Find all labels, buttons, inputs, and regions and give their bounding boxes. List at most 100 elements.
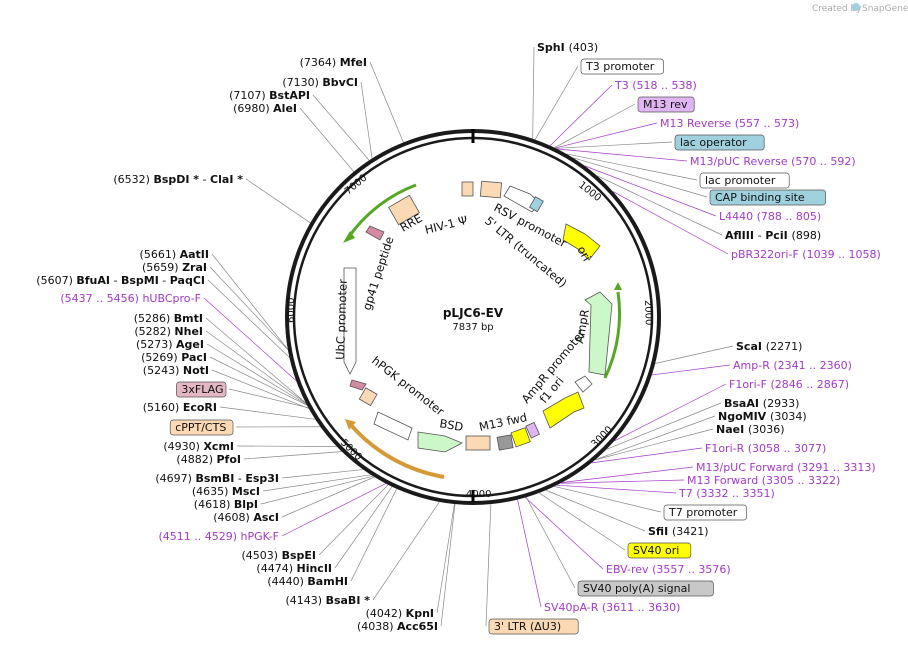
- label-part: BlpI: [234, 498, 258, 511]
- leader-line: [651, 364, 731, 376]
- label-part: NheI: [174, 325, 203, 338]
- feature-box-label[interactable]: [580, 58, 664, 75]
- feature-box-label[interactable]: [674, 134, 765, 151]
- site-label[interactable]: SfiI (3421): [648, 525, 709, 538]
- site-label[interactable]: (4143) BsaBI *: [286, 594, 371, 607]
- site-label[interactable]: SphI (403): [537, 41, 598, 54]
- label-part: EcoRI: [183, 401, 217, 414]
- site-label[interactable]: (4882) PfoI: [176, 453, 241, 466]
- site-label[interactable]: M13/pUC Reverse (570 .. 592): [690, 155, 856, 168]
- site-label[interactable]: (4697) BsmBI - Esp3I: [155, 472, 279, 485]
- feature-box-label[interactable]: [627, 542, 692, 559]
- label-part: SfiI: [648, 525, 672, 538]
- label-part: KpnI: [406, 607, 434, 620]
- leader-line: [556, 484, 677, 494]
- leader-line: [566, 153, 698, 181]
- site-label[interactable]: T3 (518 .. 538): [614, 79, 697, 92]
- green-arc-feature: [603, 291, 622, 379]
- leader-line: [538, 492, 626, 551]
- label-part: (3034): [770, 410, 807, 423]
- site-label[interactable]: (5661) AatII: [140, 248, 209, 261]
- label-part: (4511 .. 4529): [158, 530, 240, 543]
- site-label[interactable]: (5282) NheI: [134, 325, 203, 338]
- label-part: BspEI: [282, 549, 316, 562]
- feature-label-ubc: UbC promoter: [333, 279, 350, 360]
- label-part: (4042): [366, 607, 406, 620]
- label-part: AscI: [253, 511, 279, 524]
- site-label[interactable]: (7107) BstAPI: [229, 89, 310, 102]
- site-label[interactable]: AflIII - PciI (898): [725, 229, 821, 242]
- feature-box-text: 3' LTR (ΔU3): [494, 620, 561, 633]
- hiv-psi-feature: [461, 181, 474, 197]
- site-label[interactable]: (4042) KpnI: [366, 607, 434, 620]
- feature-box-label[interactable]: [699, 172, 790, 189]
- site-label[interactable]: T7 (3332 .. 3351): [678, 487, 775, 500]
- site-label[interactable]: EBV-rev (3557 .. 3576): [606, 563, 731, 576]
- site-label[interactable]: (4635) MscI: [192, 485, 260, 498]
- site-label[interactable]: (5160) EcoRI: [143, 401, 217, 414]
- site-label[interactable]: (6980) AleI: [233, 102, 297, 115]
- site-label[interactable]: M13 Forward (3305 .. 3322): [687, 474, 840, 487]
- site-label[interactable]: (4038) Acc65I: [357, 620, 438, 633]
- label-part: (2933): [763, 397, 800, 410]
- site-label[interactable]: Amp-R (2341 .. 2360): [733, 359, 852, 372]
- leader-line: [281, 469, 364, 479]
- feature-box-label[interactable]: [663, 504, 747, 521]
- label-part: HincII: [296, 562, 332, 575]
- site-label[interactable]: SV40pA-R (3611 .. 3630): [544, 601, 680, 614]
- site-label[interactable]: (4930) XcmI: [163, 440, 234, 453]
- site-label[interactable]: (5437 .. 5456) hUBCpro-F: [60, 292, 201, 305]
- site-label[interactable]: (6532) BspDI * - ClaI *: [113, 173, 243, 186]
- leader-line: [318, 484, 389, 556]
- feature-box-label[interactable]: [488, 618, 579, 635]
- site-label[interactable]: pBR322ori-F (1039 .. 1058): [731, 248, 881, 261]
- label-part: (4038): [357, 620, 397, 633]
- site-label[interactable]: BsaAI (2933): [724, 397, 799, 410]
- label-part: (570 .. 592): [791, 155, 856, 168]
- site-label[interactable]: (5243) NotI: [143, 364, 209, 377]
- site-label[interactable]: (4618) BlpI: [194, 498, 258, 511]
- label-part: (4143): [286, 594, 326, 607]
- feature-box-label[interactable]: [637, 96, 695, 113]
- label-part: (4440): [267, 575, 307, 588]
- feature-box-label[interactable]: [577, 580, 714, 597]
- site-label[interactable]: (5659) ZraI: [142, 261, 207, 274]
- feature-box-label[interactable]: [709, 189, 826, 206]
- label-part: (1039 .. 1058): [802, 248, 881, 261]
- label-part: (5437 .. 5456): [60, 292, 142, 305]
- site-label[interactable]: M13 Reverse (557 .. 573): [660, 117, 799, 130]
- site-label[interactable]: (4440) BamHI: [267, 575, 348, 588]
- site-label[interactable]: NgoMIV (3034): [718, 410, 807, 423]
- leader-line: [655, 345, 734, 364]
- site-label[interactable]: (5286) BmtI: [134, 312, 203, 325]
- feature-box-label[interactable]: [176, 381, 227, 398]
- site-label[interactable]: (5269) PacI: [141, 351, 207, 364]
- site-label[interactable]: (4474) HincII: [256, 562, 332, 575]
- label-part: BspDI *: [153, 173, 199, 186]
- site-label[interactable]: M13/pUC Forward (3291 .. 3313): [696, 461, 876, 474]
- label-part: -: [199, 173, 210, 186]
- site-label[interactable]: (5273) AgeI: [136, 338, 204, 351]
- site-label[interactable]: L4440 (788 .. 805): [719, 210, 821, 223]
- label-part: (3058 .. 3077): [748, 442, 827, 455]
- site-label[interactable]: (7364) MfeI: [300, 56, 367, 69]
- flag-feature: [349, 379, 367, 391]
- site-label[interactable]: F1ori-R (3058 .. 3077): [705, 442, 826, 455]
- tick-label: 1000: [576, 180, 603, 204]
- site-label[interactable]: (4503) BspEI: [242, 549, 317, 562]
- site-label[interactable]: F1ori-F (2846 .. 2867): [729, 378, 849, 391]
- site-label[interactable]: (4511 .. 4529) hPGK-F: [158, 530, 279, 543]
- label-part: BamHI: [307, 575, 348, 588]
- site-label[interactable]: (7130) BbvCI: [282, 76, 358, 89]
- ltr-box-feature: [465, 435, 491, 451]
- site-label[interactable]: (4608) AscI: [213, 511, 279, 524]
- site-label[interactable]: ScaI (2271): [736, 340, 802, 353]
- label-part: (5273): [136, 338, 176, 351]
- feature-label-gp41: gp41 peptide: [360, 235, 397, 312]
- label-part: -: [758, 229, 765, 242]
- site-label[interactable]: NaeI (3036): [716, 423, 785, 436]
- label-part: hPGK-F: [241, 530, 279, 543]
- feature-box-label[interactable]: [169, 419, 234, 436]
- site-label[interactable]: (5607) BfuAI - BspMI - PaqCI: [36, 274, 205, 287]
